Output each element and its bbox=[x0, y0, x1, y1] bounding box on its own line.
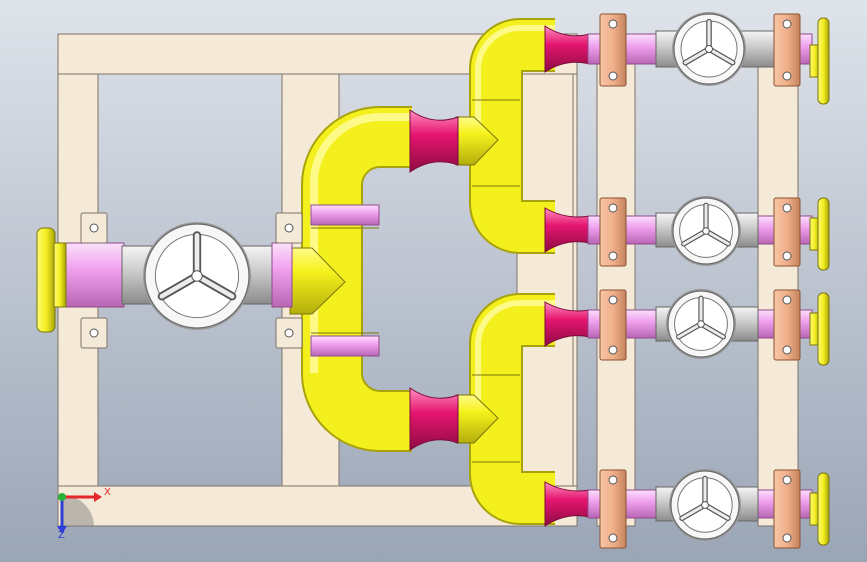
inlet-pipe-right[interactable] bbox=[271, 242, 293, 308]
pipe-clamp[interactable] bbox=[773, 289, 801, 361]
pipe-clamp[interactable] bbox=[773, 197, 801, 267]
bolt-hole bbox=[608, 295, 618, 305]
pipe-clamp[interactable] bbox=[275, 317, 303, 349]
bolt-hole bbox=[284, 223, 294, 233]
outlet-flanges[interactable] bbox=[809, 17, 830, 546]
reducers[interactable] bbox=[409, 25, 591, 527]
pipe-clamp[interactable] bbox=[773, 13, 801, 87]
bolt-hole bbox=[782, 533, 792, 543]
bolt-hole bbox=[782, 345, 792, 355]
main-elbow-highlight bbox=[309, 113, 412, 373]
upper-elbow-highlight bbox=[475, 25, 555, 140]
frame-clamp-rail-left[interactable] bbox=[596, 33, 636, 527]
valve-handwheel-icon[interactable] bbox=[671, 196, 741, 266]
valve-handwheels[interactable] bbox=[143, 12, 746, 541]
pipe-clamp[interactable] bbox=[599, 469, 627, 549]
bolt-hole bbox=[608, 71, 618, 81]
triad-shadow bbox=[62, 495, 94, 527]
bolt-hole bbox=[608, 345, 618, 355]
bolt-hole bbox=[782, 203, 792, 213]
y-axis-point bbox=[58, 493, 66, 501]
valve-handwheel-icon[interactable] bbox=[669, 469, 741, 541]
pipe-clamp[interactable] bbox=[599, 289, 627, 361]
outlet-flange[interactable] bbox=[809, 197, 830, 271]
bolt-hole bbox=[608, 533, 618, 543]
z-axis-arrowhead bbox=[57, 526, 67, 534]
valve-handwheel-icon[interactable] bbox=[672, 12, 746, 86]
outlet-flange[interactable] bbox=[809, 17, 830, 105]
pipe-clamp[interactable] bbox=[80, 317, 108, 349]
axis-triad-icon bbox=[57, 492, 102, 534]
inlet-flange[interactable] bbox=[36, 227, 56, 333]
lower-elbow-pipe[interactable] bbox=[471, 295, 555, 523]
pipe-clamp[interactable] bbox=[599, 13, 627, 87]
x-axis-arrowhead bbox=[94, 492, 102, 502]
z-axis-label: Z bbox=[58, 530, 65, 541]
bolt-hole bbox=[89, 223, 99, 233]
pipe-clamp[interactable] bbox=[80, 212, 108, 244]
valve-handwheel-icon[interactable] bbox=[666, 289, 736, 359]
outlet-flange[interactable] bbox=[809, 472, 830, 546]
bolt-hole bbox=[608, 475, 618, 485]
pipe-clamp[interactable] bbox=[275, 212, 303, 244]
lower-elbow-highlight bbox=[475, 300, 555, 400]
bolt-hole bbox=[608, 203, 618, 213]
pipe-clamp[interactable] bbox=[773, 469, 801, 549]
bolt-hole bbox=[608, 251, 618, 261]
pipe-band-upper bbox=[310, 204, 380, 226]
pipe-band-lower bbox=[310, 335, 380, 357]
valve-handwheel-icon[interactable] bbox=[143, 222, 251, 330]
pipe-clamps[interactable] bbox=[80, 13, 801, 549]
bolt-hole bbox=[782, 295, 792, 305]
reducer-main-lower[interactable] bbox=[409, 387, 459, 451]
bolt-hole bbox=[782, 251, 792, 261]
bolt-hole bbox=[782, 475, 792, 485]
bolt-hole bbox=[284, 328, 294, 338]
outlet-flange[interactable] bbox=[809, 292, 830, 366]
pipe-clamp[interactable] bbox=[599, 197, 627, 267]
frame-clamp-rail-right[interactable] bbox=[757, 33, 799, 527]
bolt-hole bbox=[89, 328, 99, 338]
bolt-hole bbox=[782, 19, 792, 29]
bolt-hole bbox=[782, 71, 792, 81]
x-axis-label: X bbox=[104, 487, 111, 498]
bolt-hole bbox=[608, 19, 618, 29]
reducer-main-upper[interactable] bbox=[409, 109, 459, 173]
upper-elbow-pipe[interactable] bbox=[471, 20, 555, 252]
inlet-flange-hub bbox=[53, 242, 67, 308]
inlet-pipe-left[interactable] bbox=[61, 242, 125, 308]
frame-right-post[interactable] bbox=[516, 73, 578, 487]
